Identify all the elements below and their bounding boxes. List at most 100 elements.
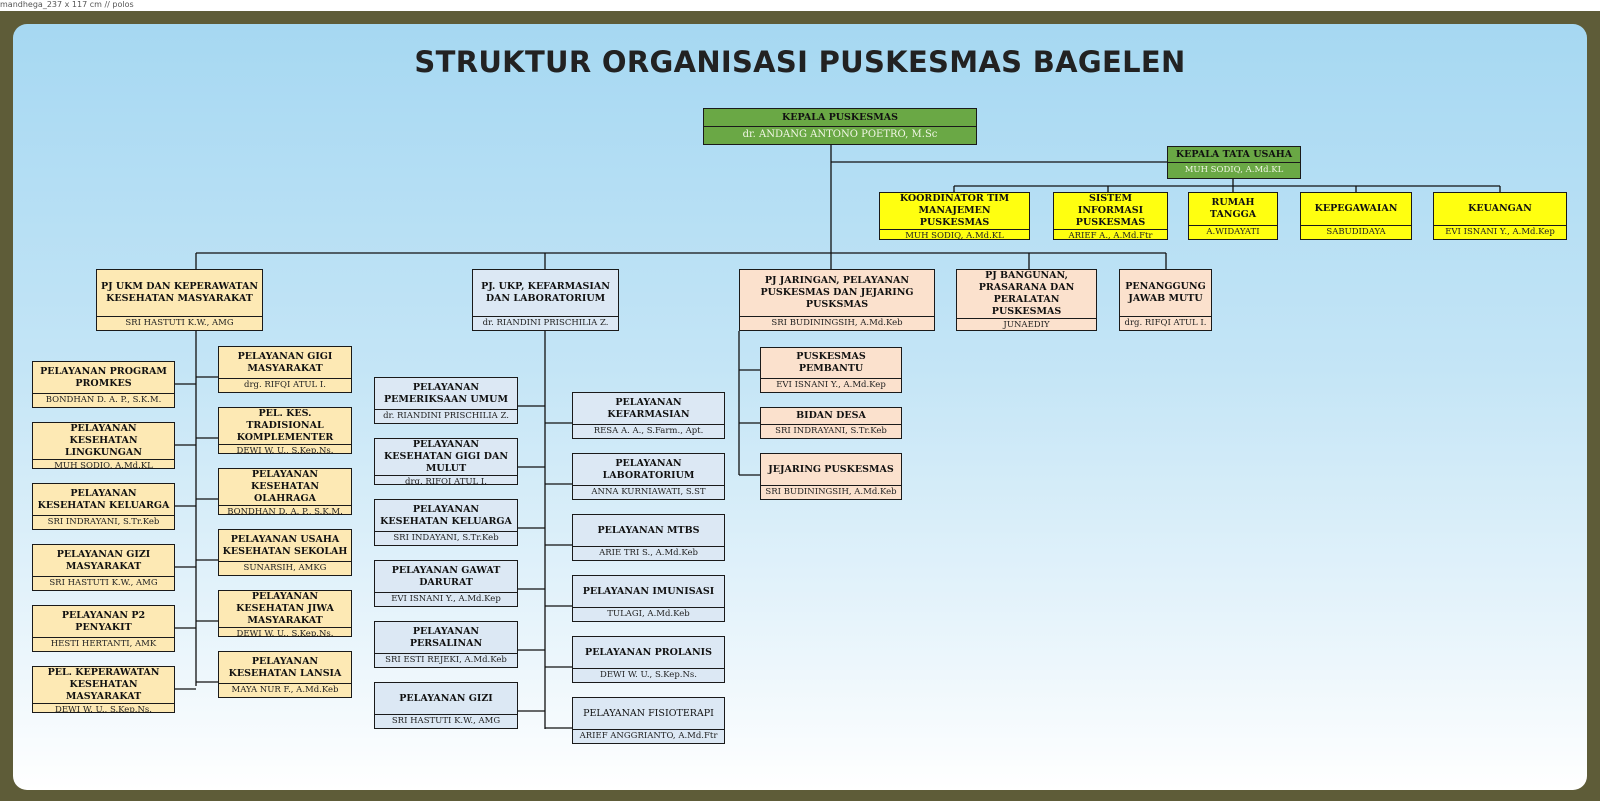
- service-name: drg. RIFQI ATUL I.: [375, 475, 517, 484]
- ukp-service-box: PELAYANAN GAWAT DARURAT EVI ISNANI Y., A…: [374, 560, 518, 607]
- service-title: PELAYANAN KESEHATAN KELUARGA: [37, 487, 170, 511]
- kepala-tata-usaha-name: MUH SODIQ, A.Md.KL: [1168, 162, 1300, 178]
- service-title: PELAYANAN KESEHATAN LANSIA: [228, 655, 342, 679]
- service-title: PEL. KES. TRADISIONAL KOMPLEMENTER: [236, 408, 334, 443]
- kepala-tata-usaha-title: KEPALA TATA USAHA: [1175, 148, 1293, 160]
- service-name: EVI ISNANI Y., A.Md.Kep: [761, 378, 901, 392]
- tu-unit-name: ARIEF A., A.Md.Ftr: [1054, 229, 1167, 239]
- ukp-service-box: PELAYANAN IMUNISASI TULAGI, A.Md.Keb: [572, 575, 725, 622]
- kepala-puskesmas-title: KEPALA PUSKESMAS: [781, 111, 899, 123]
- service-name: MUH SODIQ, A.Md.KL: [33, 459, 174, 468]
- ukp-service-box: PELAYANAN PROLANIS DEWI W. U., S.Kep.Ns.: [572, 636, 725, 683]
- pj-title: PJ. UKP, KEFARMASIAN DAN LABORATORIUM: [481, 281, 610, 304]
- ukm-service-box: PELAYANAN KESEHATAN LINGKUNGAN MUH SODIQ…: [32, 422, 175, 469]
- tu-unit-box: RUMAH TANGGA A.WIDAYATI: [1188, 192, 1278, 240]
- service-name: DEWI W. U., S.Kep.Ns.: [33, 703, 174, 712]
- ukp-service-box: PELAYANAN LABORATORIUM ANNA KURNIAWATI, …: [572, 453, 725, 500]
- service-title: BIDAN DESA: [796, 410, 866, 421]
- jaringan-box: PUSKESMAS PEMBANTU EVI ISNANI Y., A.Md.K…: [760, 347, 902, 393]
- service-title: PELAYANAN MTBS: [597, 524, 700, 536]
- service-name: DEWI W. U., S.Kep.Ns.: [219, 444, 351, 453]
- service-title: PELAYANAN PROGRAM PROMKES: [40, 365, 167, 389]
- tu-unit-title: KEPEGAWAIAN: [1314, 203, 1398, 214]
- service-title: PEL. KEPERAWATAN KESEHATAN MASYARAKAT: [47, 667, 160, 702]
- service-name: TULAGI, A.Md.Keb: [573, 607, 724, 621]
- tu-unit-name: SABUDIDAYA: [1301, 225, 1411, 239]
- service-title: PELAYANAN GIZI: [399, 692, 493, 704]
- kepala-tata-usaha-box: KEPALA TATA USAHA MUH SODIQ, A.Md.KL: [1167, 146, 1301, 179]
- service-title: PELAYANAN GIZI MASYARAKAT: [56, 548, 151, 572]
- ukp-service-box: PELAYANAN GIZI SRI HASTUTI K.W., AMG: [374, 682, 518, 729]
- file-caption: mandhega_237 x 117 cm // polos: [0, 0, 134, 9]
- ukp-service-box: PELAYANAN KEFARMASIAN RESA A. A., S.Farm…: [572, 392, 725, 439]
- kepala-puskesmas-name: dr. ANDANG ANTONO POETRO, M.Sc: [704, 126, 976, 144]
- service-title: PELAYANAN IMUNISASI: [582, 585, 715, 597]
- service-title: PELAYANAN KESEHATAN KELUARGA: [380, 503, 512, 527]
- service-title: PELAYANAN LABORATORIUM: [602, 457, 695, 481]
- tu-unit-name: A.WIDAYATI: [1189, 225, 1277, 239]
- pj-bangunan-box: PJ BANGUNAN, PRASARANA DAN PERALATAN PUS…: [956, 269, 1097, 331]
- pj-name: SRI HASTUTI K.W., AMG: [97, 316, 262, 330]
- ukp-service-box: PELAYANAN PEMERIKSAAN UMUM dr. RIANDINI …: [374, 377, 518, 424]
- service-title: PELAYANAN KESEHATAN GIGI DAN MULUT: [383, 439, 509, 474]
- jaringan-box: JEJARING PUSKESMAS SRI BUDININGSIH, A.Md…: [760, 453, 902, 500]
- service-title: PELAYANAN PERSALINAN: [409, 625, 483, 649]
- ukp-service-box: PELAYANAN KESEHATAN KELUARGA SRI INDAYAN…: [374, 499, 518, 546]
- ukm-service-box: PELAYANAN KESEHATAN KELUARGA SRI INDRAYA…: [32, 483, 175, 530]
- pj-name: drg. RIFQI ATUL I.: [1120, 316, 1211, 330]
- service-name: SRI INDRAYANI, S.Tr.Keb: [33, 515, 174, 529]
- service-name: DEWI W. U., S.Kep.Ns.: [573, 668, 724, 682]
- service-name: HESTI HERTANTI, AMK: [33, 637, 174, 651]
- tu-unit-box: SISTEM INFORMASI PUSKESMAS ARIEF A., A.M…: [1053, 192, 1168, 240]
- tu-unit-name: MUH SODIQ, A.Md.KL: [880, 229, 1029, 239]
- service-name: SRI HASTUTI K.W., AMG: [33, 576, 174, 590]
- ukm-service-box: PELAYANAN GIGI MASYARAKAT drg. RIFQI ATU…: [218, 346, 352, 393]
- service-name: dr. RIANDINI PRISCHILIA Z.: [375, 409, 517, 423]
- service-name: drg. RIFQI ATUL I.: [219, 378, 351, 392]
- pj-name: JUNAEDIY: [957, 318, 1096, 330]
- ukp-service-box: PELAYANAN KESEHATAN GIGI DAN MULUT drg. …: [374, 438, 518, 485]
- tu-unit-box: KEUANGAN EVI ISNANI Y., A.Md.Kep: [1433, 192, 1567, 240]
- pj-ukm-box: PJ UKM DAN KEPERAWATAN KESEHATAN MASYARA…: [96, 269, 263, 331]
- tu-unit-title: SISTEM INFORMASI PUSKESMAS: [1075, 193, 1146, 228]
- pj-jaringan-box: PJ JARINGAN, PELAYANAN PUSKESMAS DAN JEJ…: [739, 269, 935, 331]
- service-title: PELAYANAN USAHA KESEHATAN SEKOLAH: [222, 533, 348, 557]
- pj-ukp-box: PJ. UKP, KEFARMASIAN DAN LABORATORIUM dr…: [472, 269, 619, 331]
- tu-unit-title: KOORDINATOR TIM MANAJEMEN PUSKESMAS: [899, 193, 1010, 228]
- service-name: BONDHAN D. A. P., S.K.M.: [33, 393, 174, 407]
- tu-unit-name: EVI ISNANI Y., A.Md.Kep: [1434, 225, 1566, 239]
- service-name: ARIEF ANGGRIANTO, A.Md.Ftr: [573, 729, 724, 743]
- ukm-service-box: PEL. KES. TRADISIONAL KOMPLEMENTER DEWI …: [218, 407, 352, 454]
- ukm-service-box: PELAYANAN P2 PENYAKIT HESTI HERTANTI, AM…: [32, 605, 175, 652]
- chart-title: STRUKTUR ORGANISASI PUSKESMAS BAGELEN: [414, 45, 1186, 79]
- service-name: ANNA KURNIAWATI, S.ST: [573, 485, 724, 499]
- ukm-service-box: PELAYANAN PROGRAM PROMKES BONDHAN D. A. …: [32, 361, 175, 408]
- service-title: PELAYANAN PROLANIS: [585, 646, 712, 658]
- service-title: PELAYANAN PEMERIKSAAN UMUM: [384, 381, 508, 405]
- service-name: SRI BUDININGSIH, A.Md.Keb: [761, 485, 901, 499]
- service-name: MAYA NUR F., A.Md.Keb: [219, 683, 351, 697]
- pj-name: dr. RIANDINI PRISCHILIA Z.: [473, 316, 618, 330]
- ukm-service-box: PELAYANAN GIZI MASYARAKAT SRI HASTUTI K.…: [32, 544, 175, 591]
- pj-title: PJ JARINGAN, PELAYANAN PUSKESMAS DAN JEJ…: [760, 275, 914, 310]
- service-title: PELAYANAN KESEHATAN JIWA MASYARAKAT: [236, 591, 334, 626]
- pj-name: SRI BUDININGSIH, A.Md.Keb: [740, 316, 934, 330]
- service-title: PELAYANAN KEFARMASIAN: [607, 396, 690, 420]
- service-name: SRI INDAYANI, S.Tr.Keb: [375, 531, 517, 545]
- service-name: RESA A. A., S.Farm., Apt.: [573, 424, 724, 438]
- service-title: PELAYANAN GAWAT DARURAT: [391, 564, 501, 588]
- service-title: PELAYANAN FISIOTERAPI: [583, 707, 714, 719]
- ukm-service-box: PELAYANAN KESEHATAN LANSIA MAYA NUR F., …: [218, 651, 352, 698]
- ukp-service-box: PELAYANAN MTBS ARIE TRI S., A.Md.Keb: [572, 514, 725, 561]
- tu-unit-box: KOORDINATOR TIM MANAJEMEN PUSKESMAS MUH …: [879, 192, 1030, 240]
- service-title: PELAYANAN KESEHATAN OLAHRAGA: [250, 469, 320, 504]
- tu-unit-title: RUMAH TANGGA: [1209, 197, 1257, 220]
- service-name: SRI ESTI REJEKI, A.Md.Keb: [375, 653, 517, 667]
- pj-title: PENANGGUNG JAWAB MUTU: [1125, 281, 1206, 304]
- service-name: SUNARSIH, AMKG: [219, 561, 351, 575]
- jaringan-box: BIDAN DESA SRI INDRAYANI, S.Tr.Keb: [760, 407, 902, 439]
- tu-unit-title: KEUANGAN: [1468, 203, 1532, 214]
- ukm-service-box: PEL. KEPERAWATAN KESEHATAN MASYARAKAT DE…: [32, 666, 175, 713]
- service-name: DEWI W. U., S.Kep.Ns.: [219, 627, 351, 636]
- kepala-puskesmas-box: KEPALA PUSKESMAS dr. ANDANG ANTONO POETR…: [703, 108, 977, 145]
